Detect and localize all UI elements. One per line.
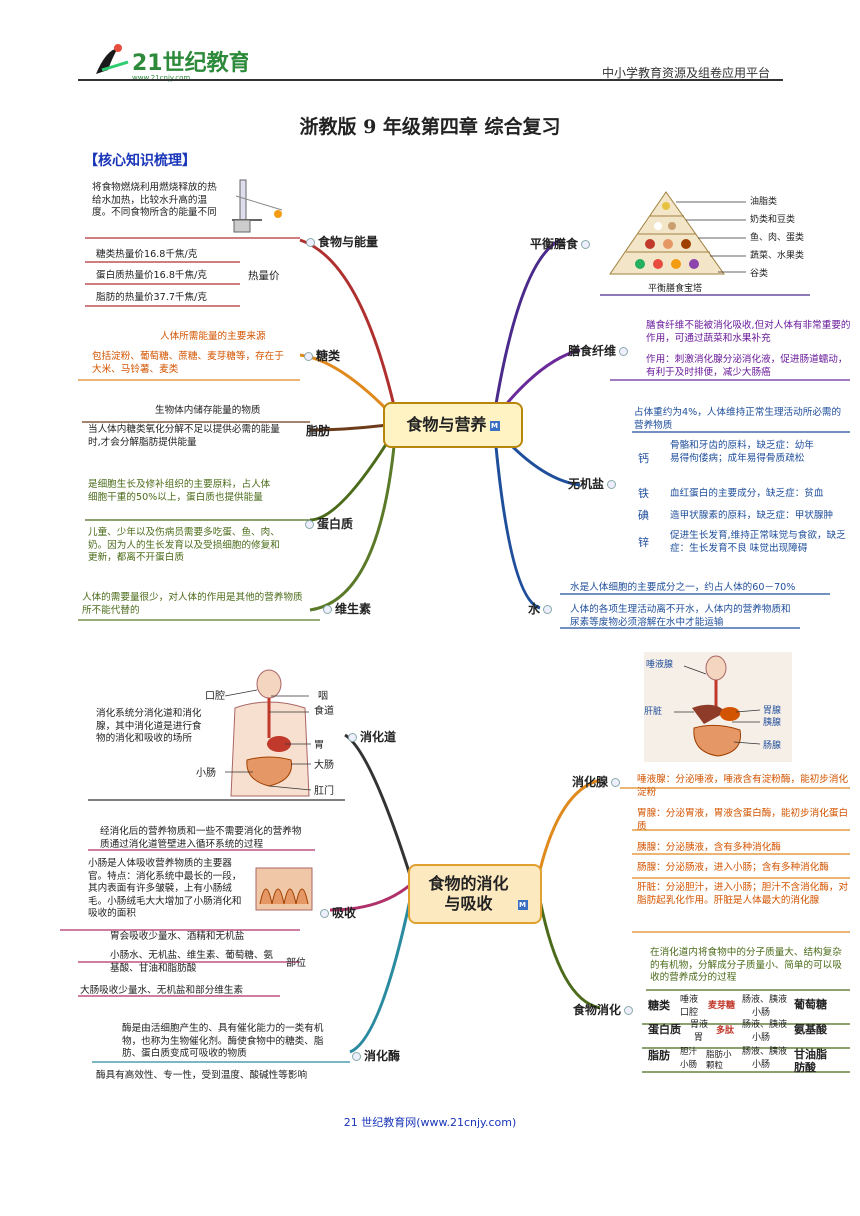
node-absorb: 吸收 xyxy=(320,904,356,921)
map1-connectors xyxy=(78,237,850,629)
collapse-icon xyxy=(306,238,315,247)
node-tract: 消化道 xyxy=(348,728,396,745)
logo-text: 21世纪教育 xyxy=(132,50,248,76)
food-pyramid-figure xyxy=(609,191,746,275)
digestive-tract-figure xyxy=(224,669,312,797)
svg-text:www.21cnjy.com: www.21cnjy.com xyxy=(132,74,190,82)
node-energy: 食物与能量 xyxy=(306,233,378,250)
platform-name: 中小学教育资源及组卷应用平台 xyxy=(601,66,770,80)
section-heading: 【核心知识梳理】 xyxy=(84,153,196,169)
header-divider xyxy=(78,79,783,81)
footer-source: 21 世纪教育网(www.21cnjy.com) xyxy=(343,1116,517,1129)
node-mineral: 无机盐 xyxy=(568,475,617,492)
node-fiber: 膳食纤维 xyxy=(568,342,629,359)
burning-experiment-figure xyxy=(232,179,283,233)
node-digest: 食物消化 xyxy=(573,1001,634,1018)
map2-connectors xyxy=(60,733,850,1073)
energy-desc: 将食物燃烧利用燃烧释放的热给水加热，比较水升高的温度。不同食物所含的能量不同 xyxy=(92,182,217,218)
node-gland: 消化腺 xyxy=(572,773,621,790)
node-vitamin: 维生素 xyxy=(323,600,371,617)
mindmap-icon: M xyxy=(489,420,500,431)
node-sugar: 糖类 xyxy=(304,347,340,364)
node-water: 水 xyxy=(528,600,553,617)
node-protein: 蛋白质 xyxy=(305,515,353,532)
node-enzyme: 消化酶 xyxy=(352,1047,400,1064)
logo: 21世纪教育 www.21cnjy.com xyxy=(88,40,251,82)
node-balance: 平衡膳食 xyxy=(530,235,591,252)
page-title: 浙教版 9 年级第四章 综合复习 xyxy=(299,116,561,138)
node-fat: 脂肪 xyxy=(306,424,331,438)
digestive-glands-figure xyxy=(644,652,792,762)
small-intestine-villi-figure xyxy=(255,867,313,911)
